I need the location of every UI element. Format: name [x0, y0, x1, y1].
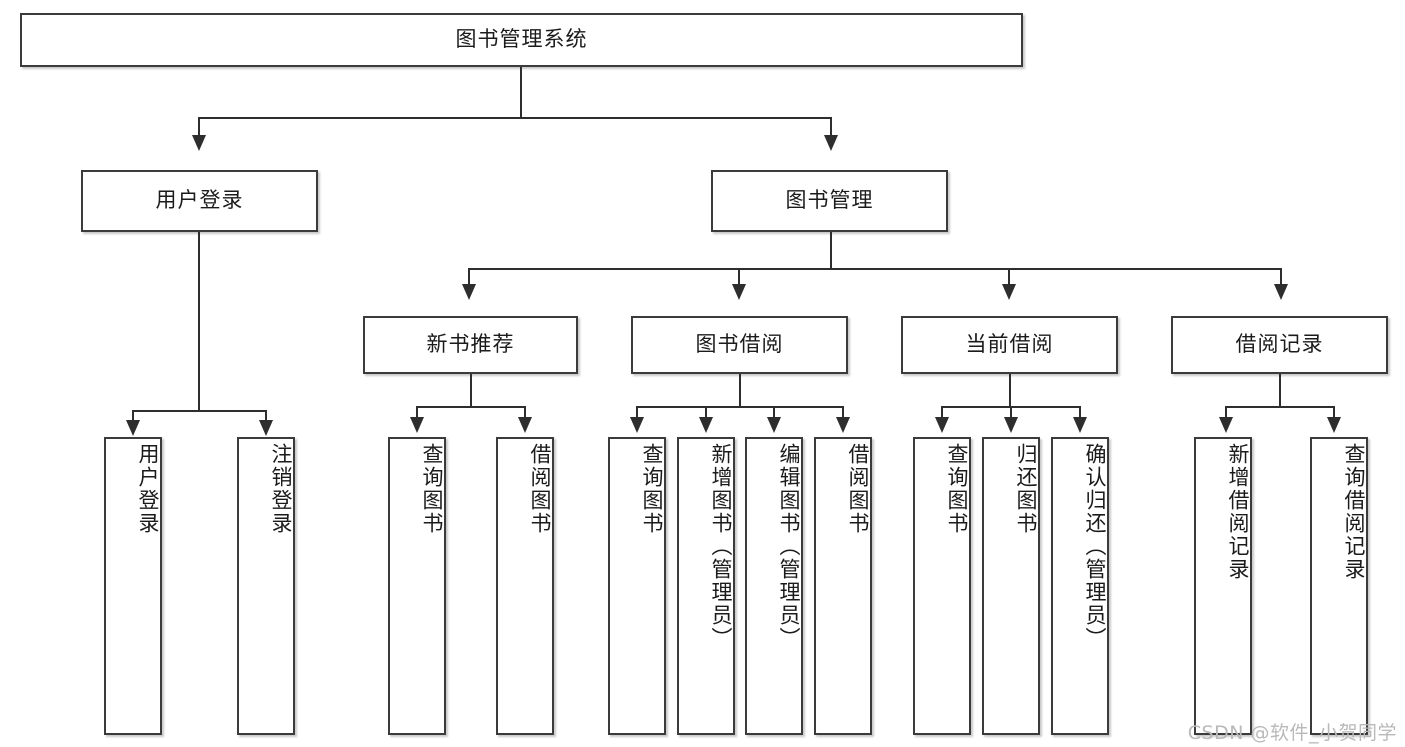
arrow-to-borrow-record	[1274, 284, 1288, 300]
connector-user-login-drop-1	[132, 410, 134, 422]
node-user-login[interactable]: 用户登录	[81, 170, 318, 232]
node-book-borrow[interactable]: 图书借阅	[631, 316, 848, 374]
arrow-to-book-borrow	[732, 284, 746, 300]
arrow-to-leaf-cb-1	[935, 417, 949, 433]
arrow-to-leaf-bb-1	[630, 417, 644, 433]
node-label: 确认归还（管理员）	[1083, 443, 1107, 650]
leaf-user-login[interactable]: 用户登录	[104, 437, 162, 735]
node-label: 借阅图书	[528, 443, 552, 535]
connector-root-stem	[520, 67, 522, 118]
connector-root-drop-left	[198, 117, 200, 137]
arrow-to-leaf-cb-2	[1004, 417, 1018, 433]
node-label: 编辑图书（管理员）	[777, 443, 801, 650]
arrow-to-leaf-br-2	[1327, 417, 1341, 433]
node-label: 新增图书（管理员）	[709, 443, 733, 650]
node-label: 图书管理系统	[455, 27, 588, 52]
arrow-to-leaf-logout	[259, 420, 273, 436]
leaf-br-add-record[interactable]: 新增借阅记录	[1194, 437, 1252, 735]
arrow-to-new-book-recommend	[462, 284, 476, 300]
arrow-to-leaf-bb-3	[767, 417, 781, 433]
leaf-bb-query-book[interactable]: 查询图书	[608, 437, 666, 735]
leaf-nbr-query-book[interactable]: 查询图书	[388, 437, 446, 735]
node-label: 图书管理	[785, 188, 874, 213]
connector-bb-drop-3	[773, 406, 775, 418]
arrow-to-leaf-nbr-1	[410, 417, 424, 433]
node-label: 新增借阅记录	[1226, 443, 1250, 581]
connector-bb-bus	[636, 406, 844, 408]
leaf-cb-confirm-return-admin[interactable]: 确认归还（管理员）	[1051, 437, 1109, 735]
leaf-bb-edit-book-admin[interactable]: 编辑图书（管理员）	[745, 437, 803, 735]
node-label: 借阅图书	[846, 443, 870, 535]
connector-cb-drop-2	[1010, 406, 1012, 418]
connector-bb-drop-1	[636, 406, 638, 418]
connector-bb-stem	[739, 374, 741, 408]
node-label: 借阅记录	[1235, 332, 1324, 357]
leaf-cb-query-book[interactable]: 查询图书	[913, 437, 971, 735]
connector-book-management-stem	[830, 232, 832, 270]
leaf-logout[interactable]: 注销登录	[237, 437, 295, 735]
node-root-book-management-system[interactable]: 图书管理系统	[20, 13, 1023, 67]
node-label: 查询图书	[420, 443, 444, 535]
node-label: 新书推荐	[426, 332, 515, 357]
node-label: 图书借阅	[695, 332, 784, 357]
arrow-to-current-borrow	[1002, 284, 1016, 300]
node-label: 当前借阅	[965, 332, 1054, 357]
node-label: 查询图书	[640, 443, 664, 535]
connector-nbr-drop-1	[416, 406, 418, 418]
arrow-to-leaf-user-login	[126, 420, 140, 436]
connector-root-drop-right	[830, 117, 832, 137]
leaf-bb-borrow-book[interactable]: 借阅图书	[814, 437, 872, 735]
arrow-to-leaf-br-1	[1219, 417, 1233, 433]
connector-cb-stem	[1009, 374, 1011, 408]
connector-br-bus	[1225, 406, 1335, 408]
arrow-to-book-management	[824, 135, 838, 151]
arrow-to-leaf-bb-2	[699, 417, 713, 433]
connector-root-bus	[198, 117, 832, 119]
arrow-to-leaf-nbr-2	[518, 417, 532, 433]
connector-level3-drop-4	[1280, 268, 1282, 286]
node-label: 用户登录	[155, 188, 244, 213]
connector-user-login-drop-2	[265, 410, 267, 422]
connector-level3-drop-3	[1008, 268, 1010, 286]
connector-cb-drop-1	[941, 406, 943, 418]
leaf-br-query-record[interactable]: 查询借阅记录	[1310, 437, 1368, 735]
node-new-book-recommend[interactable]: 新书推荐	[363, 316, 578, 374]
connector-cb-drop-3	[1079, 406, 1081, 418]
leaf-nbr-borrow-book[interactable]: 借阅图书	[496, 437, 554, 735]
connector-bb-drop-2	[705, 406, 707, 418]
connector-level3-drop-1	[468, 268, 470, 286]
leaf-bb-add-book-admin[interactable]: 新增图书（管理员）	[677, 437, 735, 735]
connector-br-stem	[1279, 374, 1281, 408]
watermark: CSDN @软件_小贺同学	[1187, 722, 1397, 744]
connector-user-login-stem	[198, 232, 200, 412]
node-label: 归还图书	[1014, 443, 1038, 535]
connector-br-drop-2	[1333, 406, 1335, 418]
node-label: 注销登录	[269, 443, 293, 535]
connector-nbr-bus	[416, 406, 526, 408]
arrow-to-leaf-bb-4	[836, 417, 850, 433]
connector-nbr-drop-2	[524, 406, 526, 418]
connector-nbr-stem	[470, 374, 472, 408]
arrow-to-leaf-cb-3	[1073, 417, 1087, 433]
node-borrow-record[interactable]: 借阅记录	[1171, 316, 1388, 374]
leaf-cb-return-book[interactable]: 归还图书	[982, 437, 1040, 735]
connector-bb-drop-4	[842, 406, 844, 418]
connector-level3-bus	[468, 268, 1282, 270]
node-label: 查询图书	[945, 443, 969, 535]
node-book-management[interactable]: 图书管理	[711, 170, 948, 232]
connector-user-login-bus	[132, 410, 267, 412]
node-current-borrow[interactable]: 当前借阅	[901, 316, 1118, 374]
node-label: 查询借阅记录	[1342, 443, 1366, 581]
node-label: 用户登录	[136, 443, 160, 535]
arrow-to-user-login	[192, 135, 206, 151]
connector-level3-drop-2	[738, 268, 740, 286]
connector-br-drop-1	[1225, 406, 1227, 418]
